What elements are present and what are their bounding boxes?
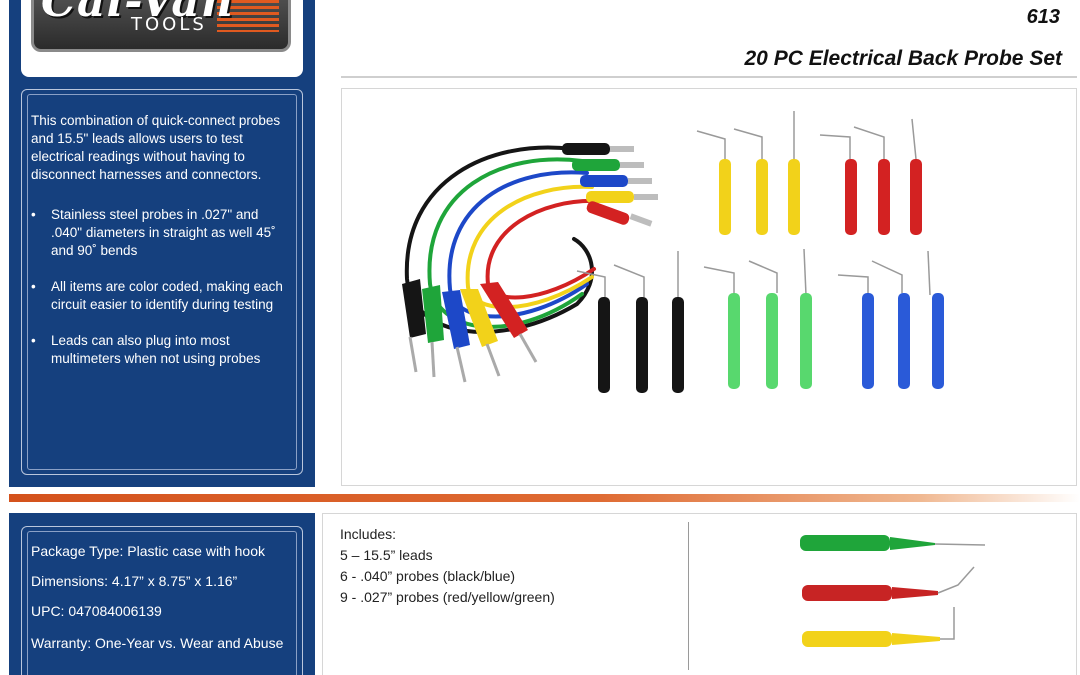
spec-warranty: Warranty: One-Year vs. Wear and Abuse xyxy=(31,635,284,651)
probe-red xyxy=(910,159,922,235)
includes-item: 5 – 15.5” leads xyxy=(340,547,433,563)
probe-detail-red xyxy=(802,585,892,601)
bullet-icon: • xyxy=(31,333,36,348)
probe-red xyxy=(878,159,890,235)
probe-yellow xyxy=(788,159,800,235)
includes-item: 9 - .027” probes (red/yellow/green) xyxy=(340,589,555,605)
includes-heading: Includes: xyxy=(340,526,397,542)
probe-detail-yellow xyxy=(802,631,892,647)
probe-red xyxy=(845,159,857,235)
feature-item: •Leads can also plug into most multimete… xyxy=(31,333,261,366)
probe-black xyxy=(636,297,648,393)
spec-upc: UPC: 047084006139 xyxy=(31,603,162,619)
spec-dimensions: Dimensions: 4.17” x 8.75” x 1.16” xyxy=(31,573,238,589)
brand-logo-subtext: TOOLS xyxy=(131,14,207,35)
probe-black xyxy=(672,297,684,393)
brand-logo-card: Cal-Van TOOLS xyxy=(21,0,303,77)
includes-frame xyxy=(322,513,1077,675)
description-intro: This combination of quick-connect probes… xyxy=(31,113,281,182)
description-text: This combination of quick-connect probes… xyxy=(31,112,293,386)
bullet-icon: • xyxy=(31,207,36,222)
vertical-divider xyxy=(688,522,689,670)
probe-green xyxy=(728,293,740,389)
probe-detail-green xyxy=(800,535,890,551)
feature-list: •Stainless steel probes in .027" and .04… xyxy=(31,206,293,368)
spec-panel xyxy=(9,513,315,675)
probe-blue xyxy=(932,293,944,389)
model-number: 613 xyxy=(1026,6,1060,28)
probe-yellow xyxy=(719,159,731,235)
lead-yellow xyxy=(465,184,594,310)
probe-yellow xyxy=(756,159,768,235)
header-divider xyxy=(341,76,1077,78)
probe-black xyxy=(598,297,610,393)
probe-green xyxy=(800,293,812,389)
product-photo xyxy=(402,111,944,393)
feature-item: •All items are color coded, making each … xyxy=(31,279,283,312)
probe-blue xyxy=(898,293,910,389)
probe-blue xyxy=(862,293,874,389)
spec-frame xyxy=(21,526,303,675)
probe-detail-photo xyxy=(800,535,986,647)
brand-logo-text: Cal-Van xyxy=(41,0,234,27)
probe-green xyxy=(766,293,778,389)
product-title: 20 PC Electrical Back Probe Set xyxy=(744,47,1063,70)
product-image-frame xyxy=(341,88,1077,486)
feature-item: •Stainless steel probes in .027" and .04… xyxy=(31,207,276,258)
description-panel xyxy=(9,0,315,487)
bullet-icon: • xyxy=(31,279,36,294)
section-divider-bar xyxy=(9,494,1080,502)
lead-blue xyxy=(447,170,589,319)
spec-package-type: Package Type: Plastic case with hook xyxy=(31,543,265,559)
includes-item: 6 - .040” probes (black/blue) xyxy=(340,568,516,584)
description-frame xyxy=(21,89,303,475)
brand-logo-stripes xyxy=(217,0,279,32)
